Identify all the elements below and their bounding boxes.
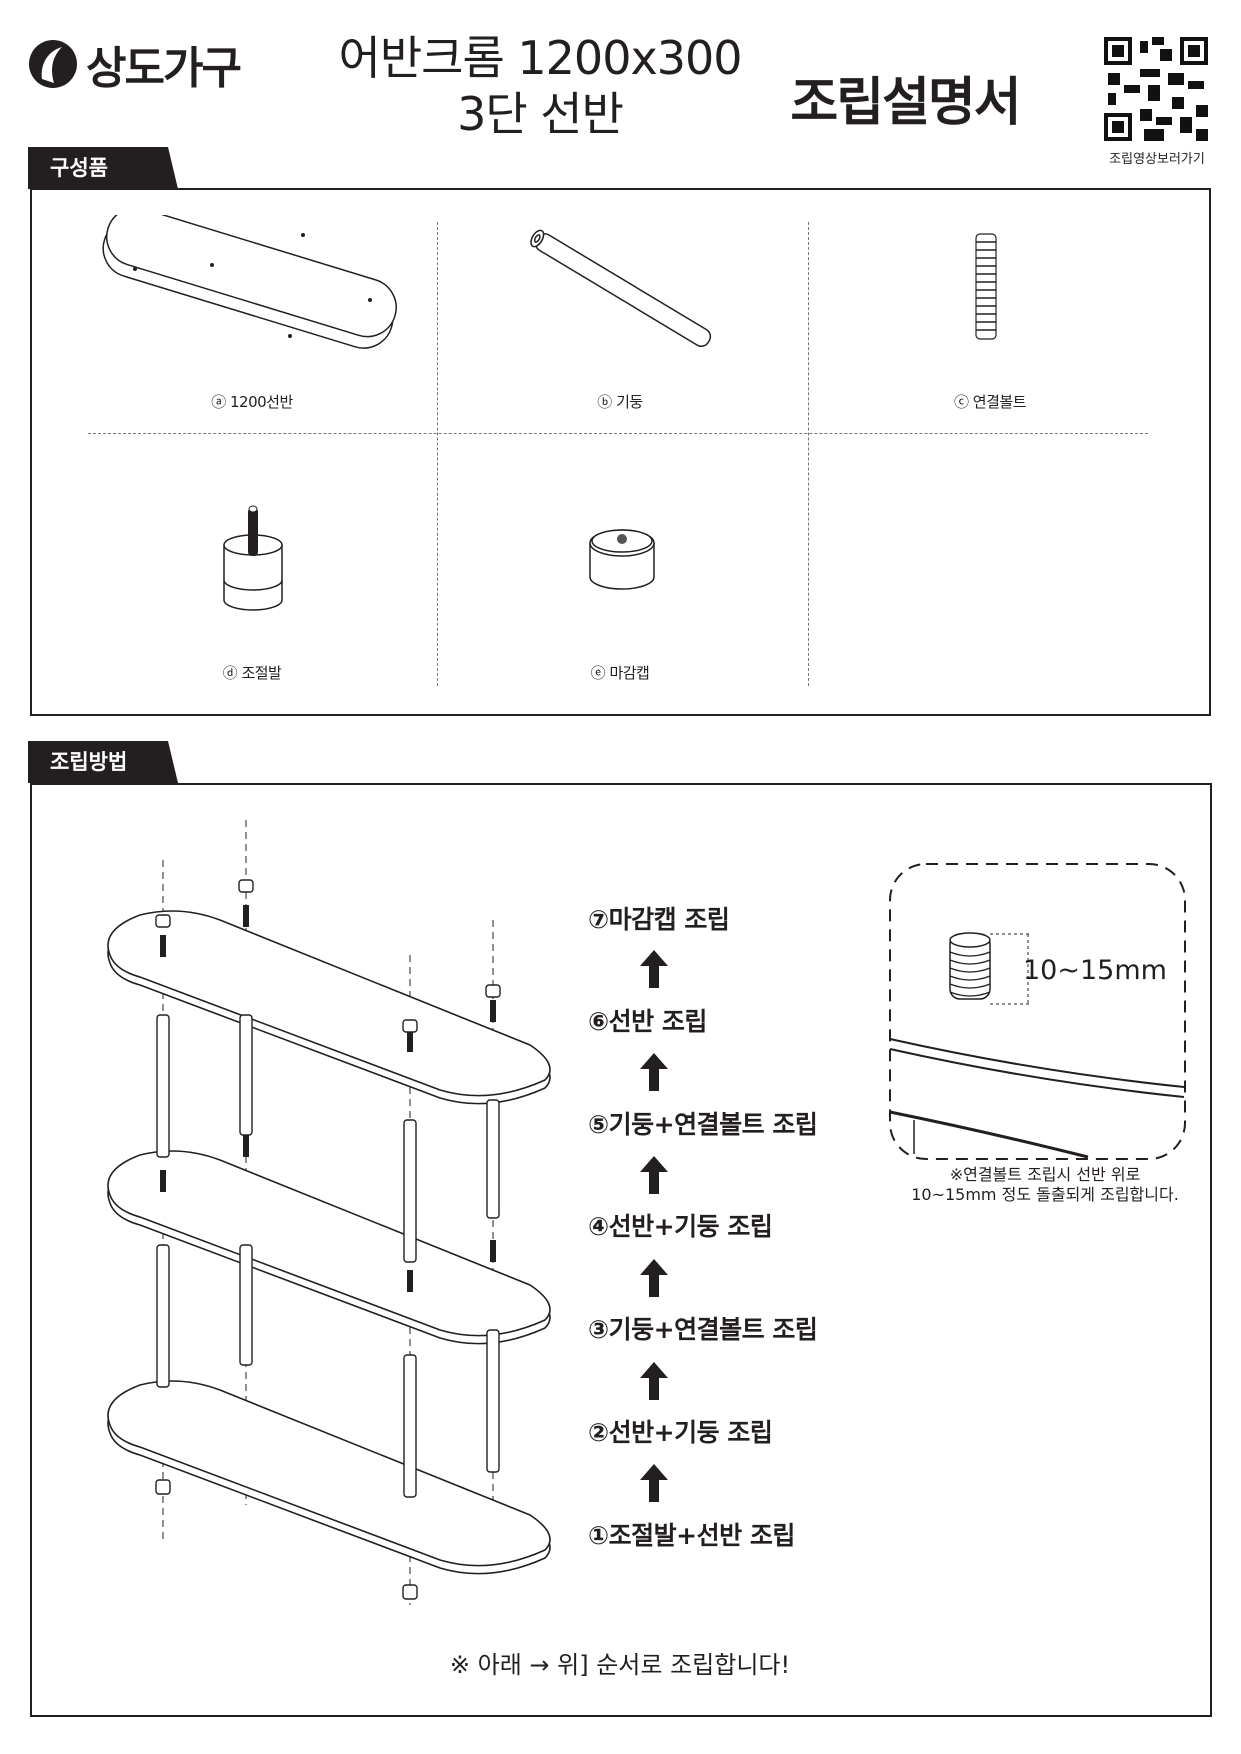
product-title: 어반크롬 1200x300 3단 선반 <box>300 30 780 142</box>
step-7: ⑦마감캡 조립 <box>588 905 730 934</box>
qr-caption: 조립영상보러가기 <box>1109 152 1205 167</box>
brand-logo-icon <box>29 40 77 88</box>
part-label-shelf: ⓐ 1200선반 <box>211 393 293 411</box>
arrow-up-icon <box>640 1259 668 1297</box>
bolt-part-drawing <box>975 233 997 340</box>
arrow-up-icon <box>640 1156 668 1194</box>
divider <box>437 222 438 686</box>
part-label-cap: ⓔ 마감캡 <box>590 664 650 682</box>
bolt-protrusion-dimension: 10~15mm <box>1023 955 1167 986</box>
qr-code-icon <box>1100 33 1212 145</box>
assembly-order-note: ※ 아래 → 위] 순서로 조립합니다! <box>449 1651 791 1679</box>
product-title-line1: 어반크롬 1200x300 <box>338 31 743 85</box>
step-1: ①조절발+선반 조립 <box>588 1521 795 1550</box>
step-4: ④선반+기둥 조립 <box>588 1212 773 1241</box>
divider <box>808 222 809 686</box>
arrow-up-icon <box>640 1464 668 1502</box>
shelf-top <box>107 910 551 1105</box>
divider <box>88 433 1148 434</box>
parts-panel <box>30 188 1211 716</box>
product-title-line2: 3단 선반 <box>457 87 624 141</box>
shelf-bottom <box>107 1380 551 1575</box>
assembly-section-tab: 조립방법 <box>28 741 178 783</box>
arrow-up-icon <box>640 1053 668 1091</box>
assembly-panel <box>30 783 1212 1717</box>
arrow-up-icon <box>640 1362 668 1400</box>
brand-logo: 상도가구 <box>28 32 242 96</box>
shelf-middle <box>107 1150 551 1345</box>
part-label-foot: ⓓ 조절발 <box>222 664 282 682</box>
step-6: ⑥선반 조립 <box>588 1007 707 1036</box>
step-5: ⑤기둥+연결볼트 조립 <box>588 1110 818 1139</box>
qr-code[interactable] <box>1100 33 1212 145</box>
leveling-foot-drawing <box>223 505 283 611</box>
bolt-note: ※연결볼트 조립시 선반 위로 10~15mm 정도 돌출되게 조립합니다. <box>890 1165 1200 1205</box>
exploded-assembly-diagram <box>107 820 551 1605</box>
shelf-part-drawing <box>102 215 397 349</box>
bolt-note-line2: 10~15mm 정도 돌출되게 조립합니다. <box>911 1185 1179 1204</box>
arrow-up-icon <box>640 950 668 988</box>
part-label-post: ⓑ 기둥 <box>597 393 643 411</box>
step-2: ②선반+기둥 조립 <box>588 1418 773 1447</box>
bolt-note-line1: ※연결볼트 조립시 선반 위로 <box>949 1165 1141 1184</box>
brand-name: 상도가구 <box>86 43 242 94</box>
step-3: ③기둥+연결볼트 조립 <box>588 1315 818 1344</box>
bolt-detail-callout <box>889 863 1186 1160</box>
end-cap-drawing <box>589 529 655 590</box>
parts-section-tab: 구성품 <box>28 147 178 189</box>
post-part-drawing <box>530 229 712 347</box>
part-label-bolt: ⓒ 연결볼트 <box>954 393 1027 411</box>
document-title: 조립설명서 <box>790 73 1021 133</box>
